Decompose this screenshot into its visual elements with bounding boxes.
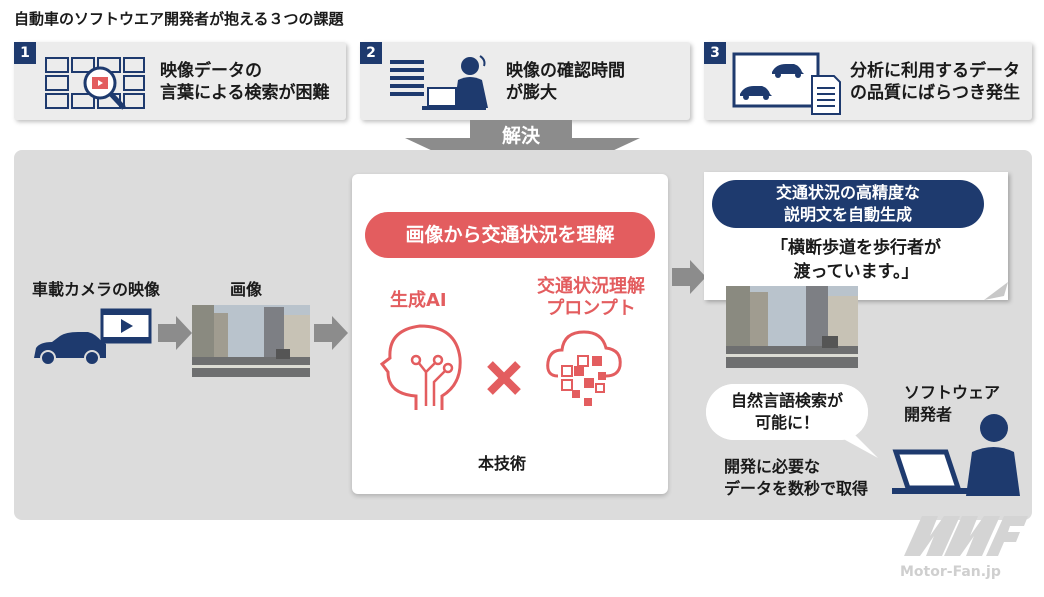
speech-bubble: 自然言語検索が 可能に！ xyxy=(706,384,868,440)
problem-card-1: 1 映像データの 言葉による検索が困難 xyxy=(14,42,346,120)
page-title: 自動車のソフトウエア開発者が抱える３つの課題 xyxy=(14,10,344,28)
problem-card-2: 2 映像の確認時間 が膨大 xyxy=(360,42,690,120)
problem-text: 映像データの 言葉による検索が困難 xyxy=(160,61,330,103)
technology-footer: 本技術 xyxy=(478,454,527,473)
developer-benefit: 開発に必要な データを数秒で取得 xyxy=(724,457,869,498)
problem-number: 3 xyxy=(704,42,726,64)
ai-head-icon xyxy=(380,324,462,410)
watermark-text: Motor-Fan.jp xyxy=(900,564,1001,580)
cloud-prompt-icon xyxy=(546,330,622,406)
problem-text: 分析に利用するデータ の品質にばらつき発生 xyxy=(850,61,1020,103)
technology-pill: 画像から交通状況を理解 xyxy=(365,212,655,258)
prompt-label: 交通状況理解 プロンプト xyxy=(537,276,645,319)
page-curl xyxy=(984,282,1008,300)
person-at-computer-icon xyxy=(390,55,488,110)
description-quote: 「横断歩道を歩行者が 渡っています。」 xyxy=(771,238,941,282)
developer-label: ソフトウェア 開発者 xyxy=(904,383,1001,424)
gen-ai-label: 生成AI xyxy=(390,290,447,311)
video-search-icon xyxy=(45,57,145,110)
solution-label: 解決 xyxy=(470,120,572,152)
developer-at-laptop-icon xyxy=(892,414,1020,496)
problem-number: 1 xyxy=(14,42,36,64)
motor-fan-logo xyxy=(904,516,1028,556)
description-pill: 交通状況の高精度な 説明文を自動生成 xyxy=(712,180,984,228)
street-photo xyxy=(726,286,858,368)
street-photo xyxy=(192,305,310,377)
flow-arrow xyxy=(158,316,192,350)
flow-arrow xyxy=(672,260,706,294)
monitor-cars-document-icon xyxy=(732,52,841,115)
flow-arrow xyxy=(314,316,348,350)
image-label: 画像 xyxy=(230,280,263,299)
multiply-icon xyxy=(487,361,521,395)
problem-card-3: 3 分析に利用するデータ の品質にばらつき発生 xyxy=(704,42,1032,120)
camera-label: 車載カメラの映像 xyxy=(32,280,161,299)
problem-number: 2 xyxy=(360,42,382,64)
problem-text: 映像の確認時間 が膨大 xyxy=(506,61,625,103)
watermark: Motor-Fan.jp xyxy=(900,512,1030,580)
car-camera-icon xyxy=(34,308,152,366)
